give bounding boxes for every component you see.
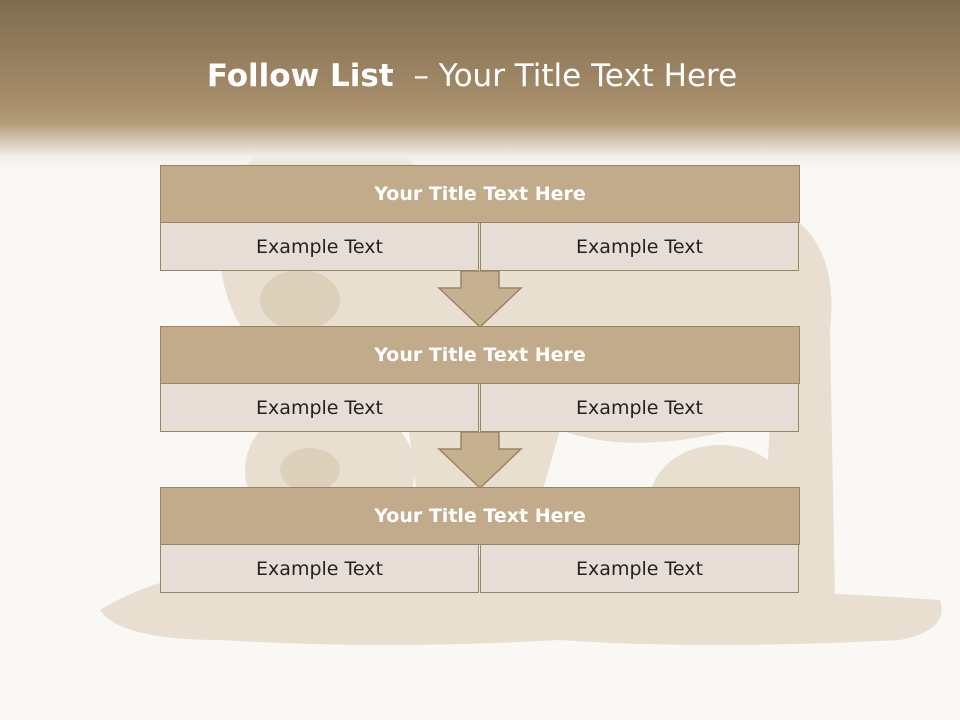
step-block-1: Your Title Text Here Example Text Exampl… <box>160 165 800 271</box>
step-2-left-text: Example Text <box>160 383 479 432</box>
header-band <box>0 0 960 170</box>
step-2-right-text: Example Text <box>480 383 799 432</box>
step-title-3: Your Title Text Here <box>160 487 800 545</box>
down-arrow-icon-1 <box>437 271 523 329</box>
step-1-right-text: Example Text <box>480 222 799 271</box>
step-title-1: Your Title Text Here <box>160 165 800 223</box>
slide-title-rest: – Your Title Text Here <box>413 58 738 94</box>
step-1-left-text: Example Text <box>160 222 479 271</box>
step-3-right-text: Example Text <box>480 544 799 593</box>
down-arrow-icon-2 <box>437 432 523 490</box>
step-block-3: Your Title Text Here Example Text Exampl… <box>160 487 800 593</box>
slide-title-bold: Follow List <box>206 58 394 94</box>
step-3-left-text: Example Text <box>160 544 479 593</box>
slide-title: Follow List – Your Title Text Here <box>0 52 944 100</box>
step-block-2: Your Title Text Here Example Text Exampl… <box>160 326 800 432</box>
step-title-2: Your Title Text Here <box>160 326 800 384</box>
